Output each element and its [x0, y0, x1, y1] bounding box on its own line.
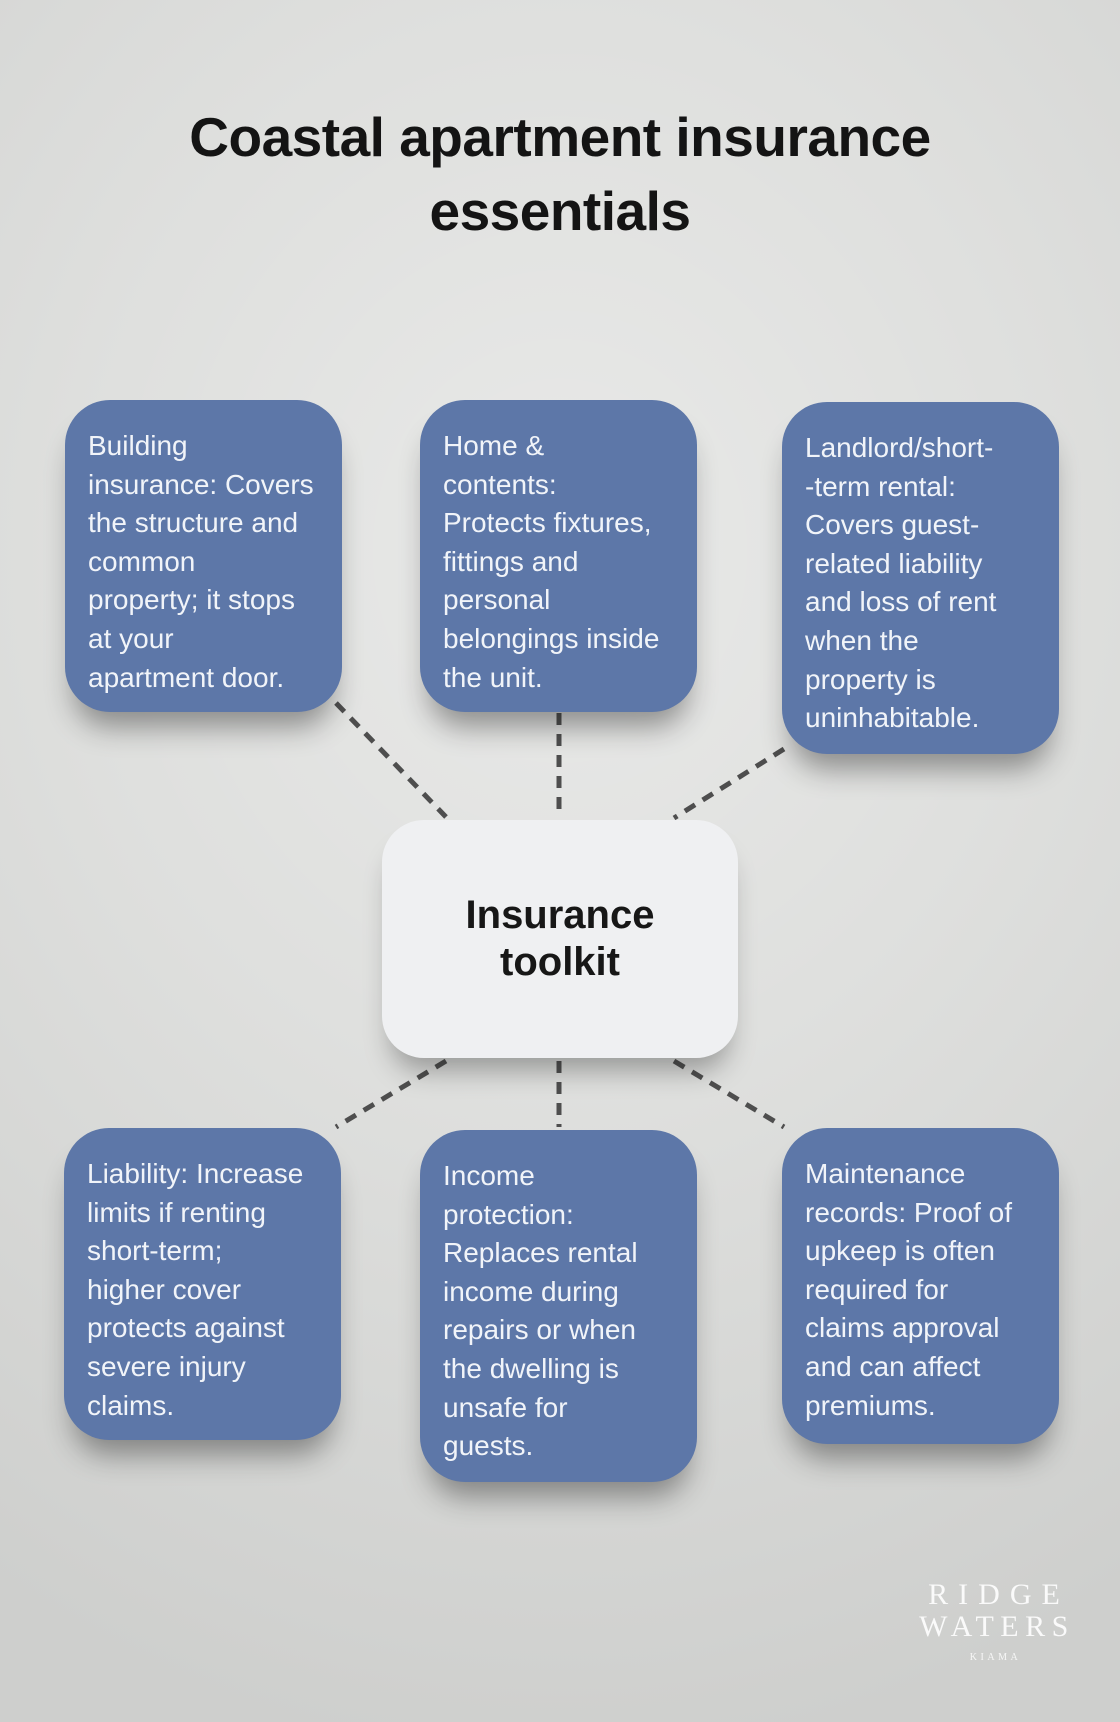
connector-building-to-center	[334, 701, 448, 819]
connector-center-to-liability	[334, 1058, 448, 1130]
node-income-protection: Income protection: Replaces rental incom…	[420, 1130, 697, 1482]
node-building-insurance: Building insurance: Covers the structure…	[65, 400, 342, 712]
center-node: Insurance toolkit	[382, 820, 738, 1058]
node-liability: Liability: Increase limits if renting sh…	[64, 1128, 341, 1440]
brand-logo-line1: RIDGE	[928, 1578, 1070, 1611]
brand-logo-line2: WATERS	[919, 1610, 1075, 1643]
connector-landlord-to-center	[672, 746, 786, 821]
node-home-contents: Home & contents: Protects fixtures, fitt…	[420, 400, 697, 712]
node-maintenance-records: Maintenance records: Proof of upkeep is …	[782, 1128, 1059, 1444]
brand-logo: RIDGE WATERS KIAMA	[898, 1578, 1090, 1663]
connector-center-to-records	[672, 1058, 786, 1130]
page-title: Coastal apartment insurance essentials	[189, 106, 931, 242]
node-landlord-short-term-rental: Landlord/short- -term rental: Covers gue…	[782, 402, 1059, 754]
center-node-label: Insurance toolkit	[465, 893, 655, 984]
brand-logo-tagline: KIAMA	[969, 1652, 1022, 1663]
